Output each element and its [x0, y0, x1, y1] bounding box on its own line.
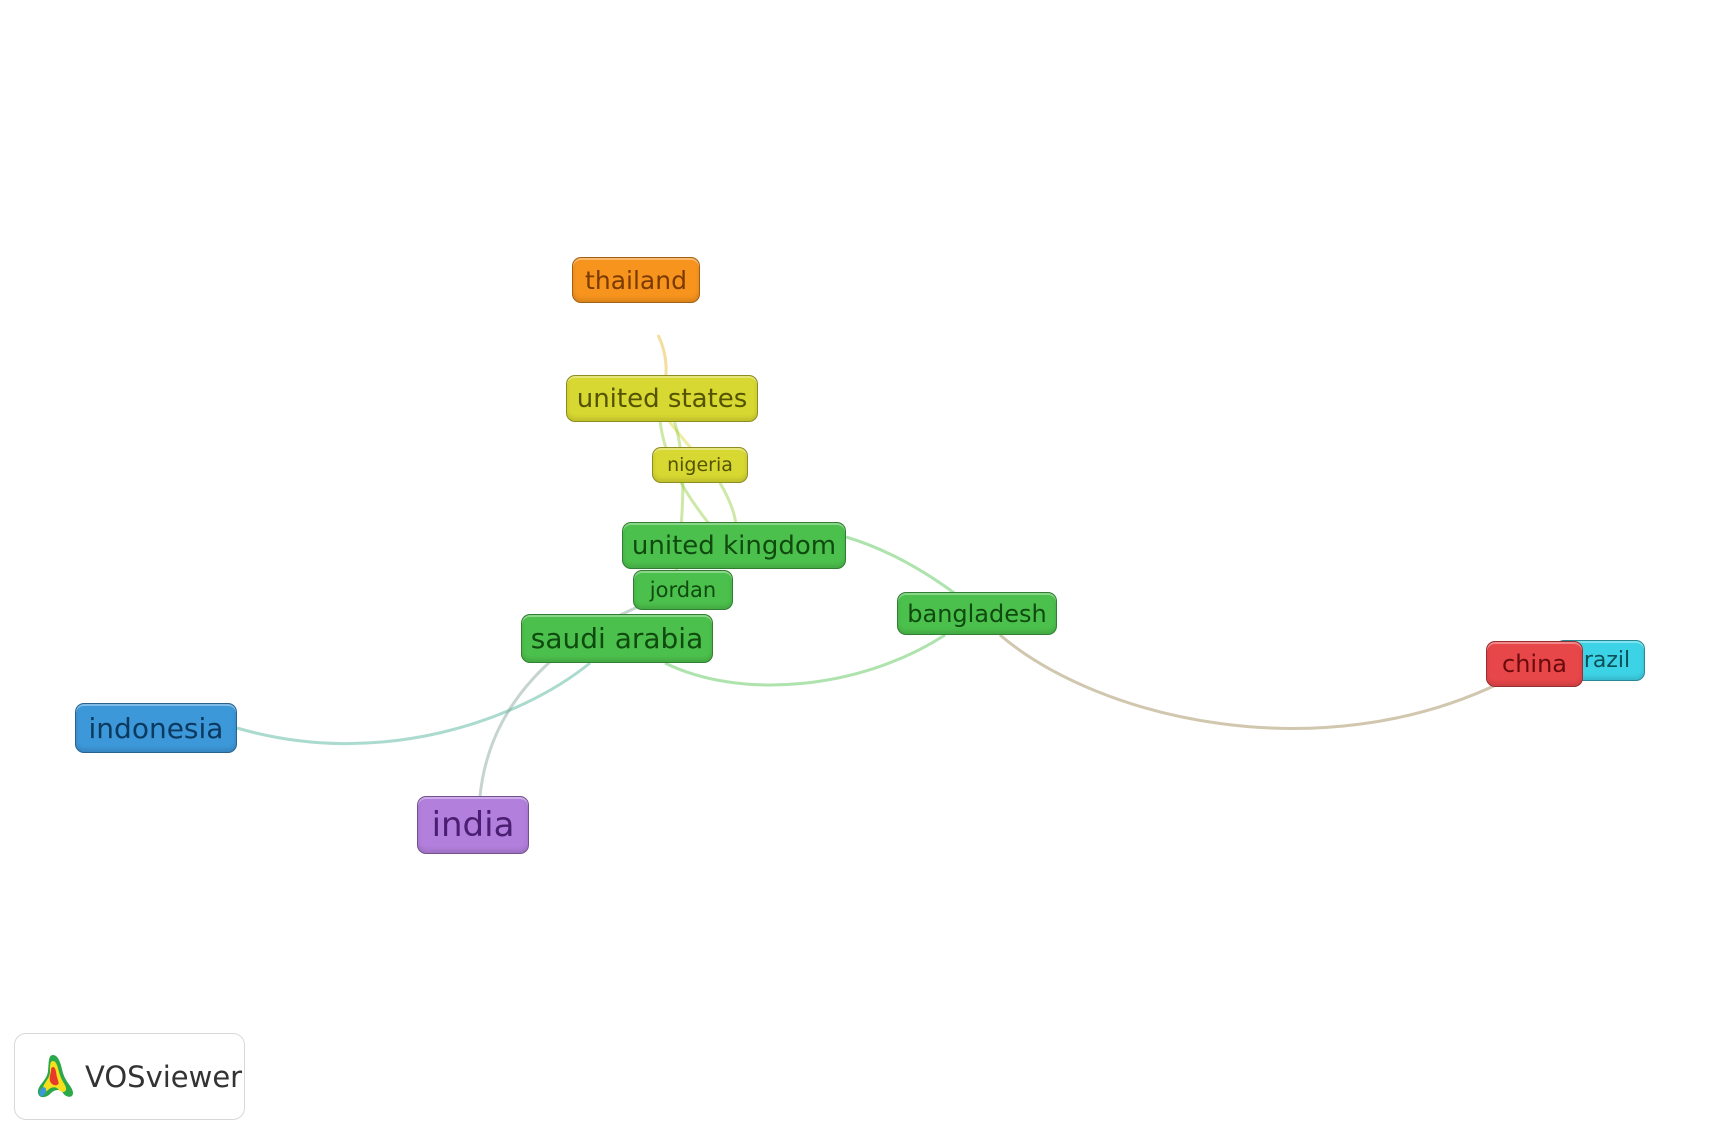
node-india[interactable]: india [417, 796, 529, 854]
node-label: jordan [649, 578, 717, 602]
vosviewer-logo-icon [37, 1054, 73, 1097]
node-label: indonesia [88, 711, 224, 745]
node-nigeria[interactable]: nigeria [652, 447, 748, 483]
node-label: united states [576, 383, 748, 414]
node-united-kingdom[interactable]: united kingdom [622, 522, 846, 569]
node-label: nigeria [667, 454, 733, 476]
node-indonesia[interactable]: indonesia [75, 703, 237, 753]
link-bangladesh-china [999, 633, 1501, 730]
link-nigeria-united-kingdom [718, 482, 738, 526]
node-label: china [1502, 650, 1567, 678]
node-label: united kingdom [631, 530, 837, 561]
node-label: thailand [585, 265, 687, 295]
node-china[interactable]: china [1486, 641, 1583, 687]
link-united-kingdom-bangladesh [845, 535, 958, 597]
vosviewer-logo-text: VOSviewer [85, 1059, 243, 1094]
link-saudi-arabia-bangladesh [664, 633, 946, 687]
node-thailand[interactable]: thailand [572, 257, 700, 303]
link-saudi-arabia-indonesia [236, 661, 591, 746]
node-saudi-arabia[interactable]: saudi arabia [521, 614, 713, 663]
node-label: saudi arabia [530, 622, 704, 655]
node-bangladesh[interactable]: bangladesh [897, 592, 1057, 635]
links-layer [236, 334, 1501, 797]
node-label: bangladesh [907, 599, 1047, 628]
vosviewer-logo: VOSviewer [14, 1033, 245, 1120]
node-united-states[interactable]: united states [566, 375, 758, 422]
node-label: india [431, 805, 515, 845]
node-jordan[interactable]: jordan [633, 570, 733, 610]
link-united-states-united-kingdom [658, 419, 712, 526]
